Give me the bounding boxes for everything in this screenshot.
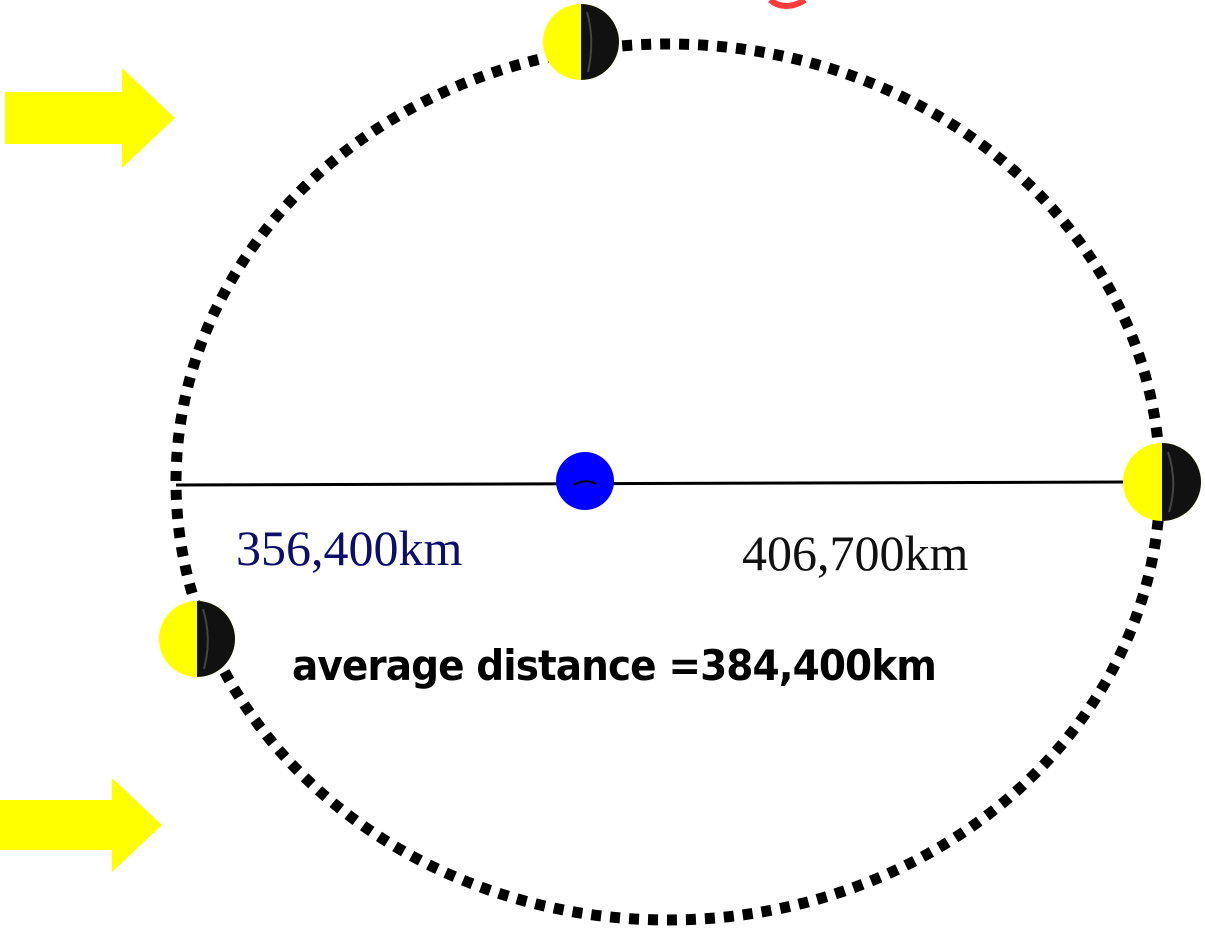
average-distance-label: average distance =384,400km <box>292 641 936 690</box>
moon-phase-icon <box>159 601 235 677</box>
moon-phase-icon <box>1123 443 1201 521</box>
apogee-distance-label: 406,700km <box>742 525 969 581</box>
perigee-distance-label: 356,400km <box>236 520 463 576</box>
sunlight-arrow-icon <box>5 68 175 168</box>
moon-phase-icon <box>543 4 619 80</box>
sunlight-arrow-icon <box>0 778 162 872</box>
earth-line-crossing <box>573 480 597 486</box>
cropped-red-mark <box>768 0 807 9</box>
distance-line <box>175 480 1126 487</box>
